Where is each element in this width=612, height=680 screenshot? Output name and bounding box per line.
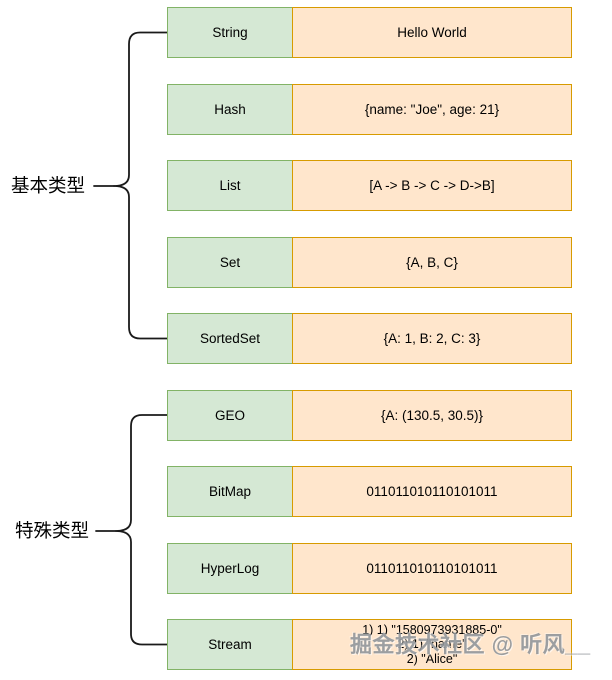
type-label: BitMap bbox=[208, 483, 252, 499]
type-label: Stream bbox=[208, 636, 252, 652]
watermark: 掘金技术社区 @ 听风__ bbox=[350, 632, 591, 657]
stream-value-line: 2) "Alice" bbox=[406, 651, 458, 666]
stream-entry-id-line: 1) 1) "1580973931885-0" bbox=[362, 622, 502, 637]
row-stream: Stream 1) 1) "1580973931885-0" 2) 1) "na… bbox=[167, 619, 572, 670]
value-text: {A: 1, B: 2, C: 3} bbox=[383, 330, 481, 346]
type-box-set: Set bbox=[167, 237, 293, 288]
type-label: SortedSet bbox=[199, 330, 261, 346]
type-label: List bbox=[219, 177, 241, 193]
row-sortedset: SortedSet {A: 1, B: 2, C: 3} bbox=[167, 313, 572, 364]
value-box-bitmap: 011011010110101011 bbox=[292, 466, 572, 517]
value-box-set: {A, B, C} bbox=[292, 237, 572, 288]
brace-special-types bbox=[115, 414, 168, 646]
value-box-stream: 1) 1) "1580973931885-0" 2) 1) "name" 2) … bbox=[292, 619, 572, 670]
row-bitmap: BitMap 011011010110101011 bbox=[167, 466, 572, 517]
value-box-sortedset: {A: 1, B: 2, C: 3} bbox=[292, 313, 572, 364]
brace-basic-types bbox=[113, 31, 168, 340]
stream-field-line: 2) 1) "name" bbox=[397, 637, 467, 652]
type-label: Set bbox=[219, 254, 241, 270]
value-text: Hello World bbox=[397, 24, 467, 40]
value-text: 011011010110101011 bbox=[366, 560, 498, 576]
value-box-hyperlog: 011011010110101011 bbox=[292, 543, 572, 594]
type-label: String bbox=[212, 24, 248, 40]
value-text: {name: "Joe", age: 21} bbox=[364, 101, 500, 117]
type-box-hyperlog: HyperLog bbox=[167, 543, 293, 594]
type-box-list: List bbox=[167, 160, 293, 211]
value-text: {A: (130.5, 30.5)} bbox=[380, 407, 484, 423]
type-label: HyperLog bbox=[200, 560, 260, 576]
type-box-stream: Stream bbox=[167, 619, 293, 670]
value-text: 011011010110101011 bbox=[366, 483, 498, 499]
group-label-basic-types: 基本类型 bbox=[11, 175, 86, 196]
value-box-string: Hello World bbox=[292, 7, 572, 58]
type-box-geo: GEO bbox=[167, 390, 293, 441]
value-text: [A -> B -> C -> D->B] bbox=[369, 177, 495, 193]
row-list: List [A -> B -> C -> D->B] bbox=[167, 160, 572, 211]
value-box-geo: {A: (130.5, 30.5)} bbox=[292, 390, 572, 441]
value-box-list: [A -> B -> C -> D->B] bbox=[292, 160, 572, 211]
type-label: GEO bbox=[214, 407, 245, 423]
value-box-hash: {name: "Joe", age: 21} bbox=[292, 84, 572, 135]
row-set: Set {A, B, C} bbox=[167, 237, 572, 288]
row-geo: GEO {A: (130.5, 30.5)} bbox=[167, 390, 572, 441]
row-hyperlog: HyperLog 011011010110101011 bbox=[167, 543, 572, 594]
type-label: Hash bbox=[214, 101, 246, 117]
type-box-sortedset: SortedSet bbox=[167, 313, 293, 364]
type-box-string: String bbox=[167, 7, 293, 58]
type-box-hash: Hash bbox=[167, 84, 293, 135]
group-label-special-types: 特殊类型 bbox=[15, 520, 90, 541]
value-text: {A, B, C} bbox=[406, 254, 458, 270]
row-string: String Hello World bbox=[167, 7, 572, 58]
type-box-bitmap: BitMap bbox=[167, 466, 293, 517]
row-hash: Hash {name: "Joe", age: 21} bbox=[167, 84, 572, 135]
